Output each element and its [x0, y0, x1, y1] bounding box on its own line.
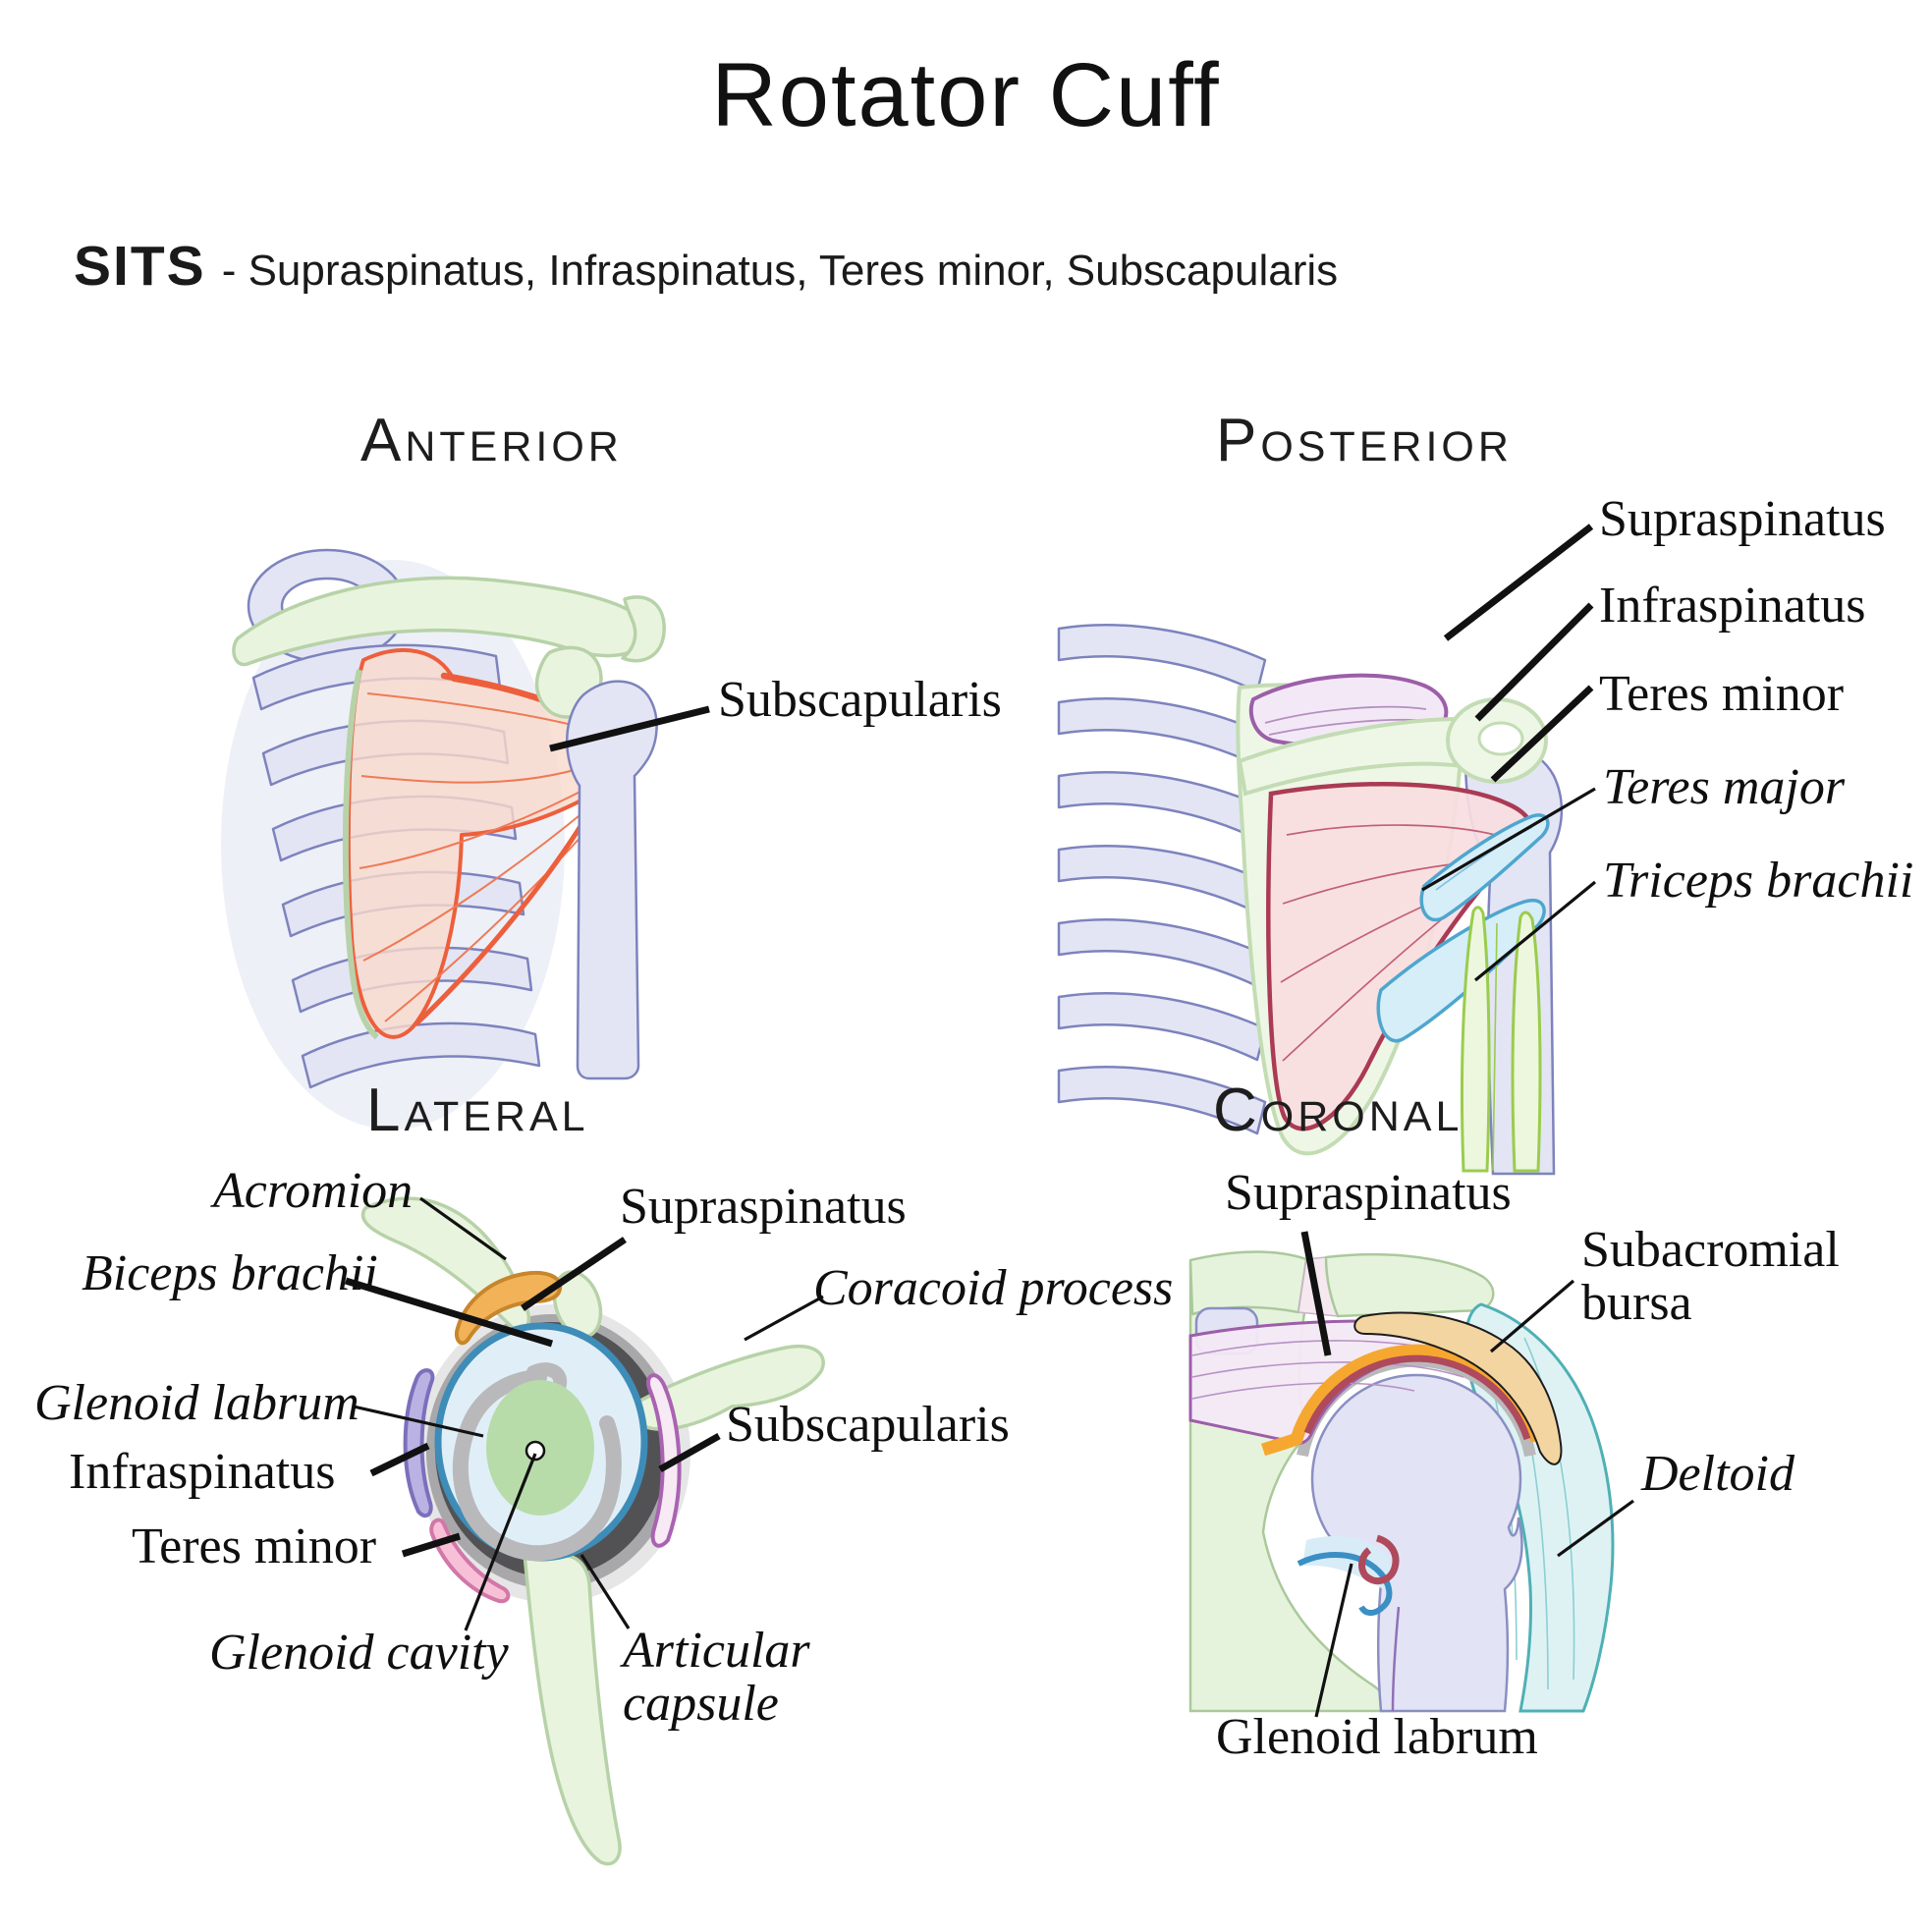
label-posterior-triceps-brachii: Triceps brachii	[1603, 853, 1914, 909]
label-coronal-glenoid-labrum: Glenoid labrum	[1216, 1709, 1538, 1765]
sits-expansion: - Supraspinatus, Infraspinatus, Teres mi…	[221, 247, 1339, 295]
anterior-illustration	[221, 548, 666, 1130]
label-posterior-infraspinatus: Infraspinatus	[1599, 578, 1866, 634]
label-lateral-infraspinatus: Infraspinatus	[69, 1444, 336, 1500]
coronal-humerus	[1310, 1373, 1523, 1713]
label-coronal-subacromial-bursa: Subacromial bursa	[1581, 1222, 1840, 1332]
anterior-clavicle	[232, 576, 666, 667]
label-lateral-glenoid-labrum: Glenoid labrum	[34, 1375, 359, 1431]
label-lateral-teres-minor: Teres minor	[132, 1518, 377, 1574]
label-posterior-teres-minor: Teres minor	[1599, 666, 1845, 722]
coronal-illustration	[1188, 1250, 1615, 1713]
label-coronal-deltoid: Deltoid	[1641, 1446, 1794, 1502]
coronal-glenoid	[1297, 1534, 1401, 1712]
label-posterior-teres-major: Teres major	[1603, 759, 1846, 815]
sits-mnemonic: SITS - Supraspinatus, Infraspinatus, Ter…	[74, 234, 1338, 299]
heading-coronal: Coronal	[1213, 1076, 1463, 1144]
anterior-subscapularis-muscle	[342, 647, 612, 1040]
sits-acronym: SITS	[74, 235, 206, 298]
rotator-cuff-tendon-line	[1303, 1354, 1531, 1441]
label-lateral-biceps-brachii: Biceps brachii	[82, 1245, 378, 1301]
glenoid-labrum-hook	[1358, 1534, 1400, 1585]
anterior-humerus	[566, 680, 658, 1080]
label-lateral-supraspinatus: Supraspinatus	[620, 1179, 907, 1235]
label-lateral-acromion: Acromion	[213, 1163, 414, 1219]
lateral-illustration	[360, 1196, 825, 1866]
coronal-acromion	[1188, 1250, 1495, 1318]
label-coronal-supraspinatus: Supraspinatus	[1225, 1165, 1512, 1221]
heading-lateral: Lateral	[366, 1076, 589, 1144]
heading-posterior: Posterior	[1216, 407, 1513, 474]
label-anterior-subscapularis: Subscapularis	[718, 672, 1002, 728]
glenoid-cavity-point	[524, 1440, 546, 1462]
scapula-rim	[342, 669, 380, 1040]
heading-anterior: Anterior	[360, 407, 623, 474]
page-title: Rotator Cuff	[711, 45, 1221, 145]
label-lateral-articular-capsule: Articular capsule	[623, 1623, 810, 1733]
label-lateral-glenoid-cavity: Glenoid cavity	[209, 1625, 509, 1681]
label-posterior-supraspinatus: Supraspinatus	[1599, 491, 1886, 547]
lateral-scapula-border	[523, 1552, 622, 1866]
label-lateral-subscapularis: Subscapularis	[726, 1397, 1010, 1453]
label-lateral-coracoid-process: Coracoid process	[813, 1260, 1174, 1316]
posterior-ribs	[1057, 624, 1267, 1135]
